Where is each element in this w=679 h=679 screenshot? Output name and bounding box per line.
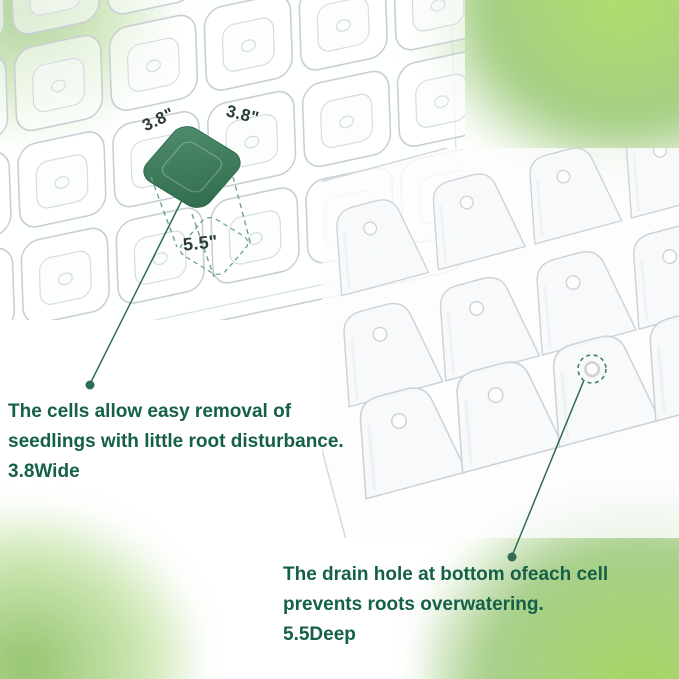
- foliage-bottom-left: [0, 509, 200, 679]
- callout-drain-hole: The drain hole at bottom ofeach cell pre…: [283, 564, 609, 646]
- leader-dot-cell: [85, 380, 95, 390]
- callout-cell-removal: The cells allow easy removal of seedling…: [8, 401, 344, 483]
- bottom-tray-illustration: [322, 148, 679, 538]
- cell-depth-label: 5.5": [181, 231, 219, 255]
